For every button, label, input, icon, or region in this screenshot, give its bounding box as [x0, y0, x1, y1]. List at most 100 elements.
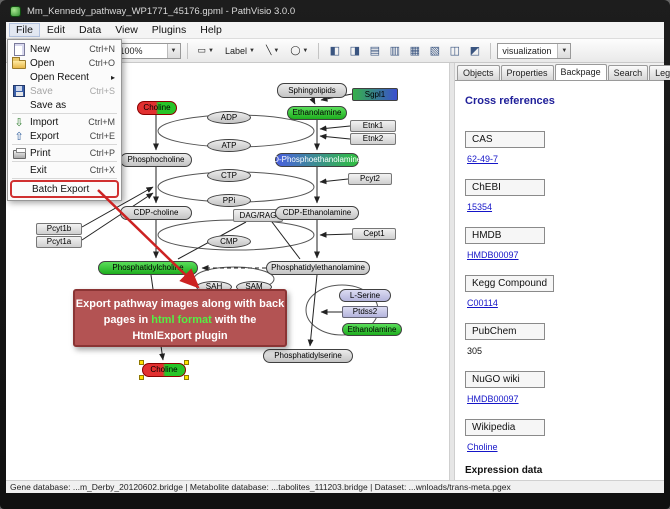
print-icon — [11, 147, 27, 159]
pathway-node-ptdss2[interactable]: Ptdss2 — [342, 306, 388, 318]
pathway-node-ethanolamine[interactable]: Ethanolamine — [287, 106, 347, 120]
menu-item-label: Export — [30, 130, 59, 142]
pathway-node-etnk1[interactable]: Etnk1 — [350, 120, 396, 132]
statusbar: Gene database: ...m_Derby_20120602.bridg… — [6, 480, 664, 493]
line-tool-icon: ╲ — [265, 45, 272, 55]
submenu-arrow-icon: ▸ — [110, 72, 115, 82]
pathway-node-pcyt2[interactable]: Pcyt2 — [348, 173, 392, 185]
save-icon-glyph — [13, 85, 25, 97]
menu-separator — [12, 144, 117, 145]
crossref-link[interactable]: Choline — [467, 442, 498, 452]
panel-splitter[interactable] — [449, 63, 455, 480]
align-center-horizontal-icon[interactable]: ◧ — [325, 41, 344, 60]
backpage-section-header: Wikipedia — [465, 419, 545, 436]
align-top-icon[interactable]: ▥ — [385, 41, 404, 60]
align-left-icon[interactable]: ▤ — [365, 41, 384, 60]
tab-backpage[interactable]: Backpage — [554, 64, 607, 80]
pathway-node-phosphatidylcholine[interactable]: Phosphatidylcholine — [98, 261, 198, 275]
chevron-down-icon: ▼ — [302, 47, 309, 54]
pathway-node-phosphatidylserine[interactable]: Phosphatidylserine — [263, 349, 353, 363]
menu-item-label: Save as — [30, 99, 67, 111]
pathway-node-pcyt1a[interactable]: Pcyt1a — [36, 236, 82, 248]
pathway-node-etnk2[interactable]: Etnk2 — [350, 133, 396, 145]
pathway-node-choline[interactable]: Choline — [137, 101, 177, 115]
menu-file[interactable]: File — [9, 23, 40, 37]
datanode-icon: ▭ — [197, 45, 207, 55]
pathway-node-ppi[interactable]: PPi — [207, 194, 251, 207]
datanode-type-dropdown[interactable]: ▭ ▼ — [194, 42, 218, 60]
stack-vertical-icon[interactable]: ◫ — [445, 41, 464, 60]
menu-help[interactable]: Help — [200, 24, 222, 36]
zoom-select[interactable]: 100% ▼ — [114, 42, 181, 59]
pathway-node-cdp-choline[interactable]: CDP-choline — [120, 206, 192, 220]
visualization-value: visualization — [502, 45, 552, 56]
pathway-node-adp[interactable]: ADP — [207, 111, 251, 124]
crossref-link[interactable]: HMDB00097 — [467, 394, 519, 404]
menu-item-label: Save — [30, 85, 53, 97]
match-width-icon[interactable]: ▦ — [405, 41, 424, 60]
pathway-node-phosphatidylethanolamine[interactable]: Phosphatidylethanolamine — [266, 261, 370, 275]
file-menu-item-batch-export[interactable]: Batch Export — [10, 180, 119, 198]
pathway-node-phosphocholine[interactable]: Phosphocholine — [120, 153, 192, 167]
stack-horizontal-icon[interactable]: ◩ — [465, 41, 484, 60]
pathway-node-l-serine[interactable]: L-Serine — [339, 289, 391, 302]
window-title: Mm_Kennedy_pathway_WP1771_45176.gpml - P… — [27, 5, 296, 17]
pathway-node-sgpl1[interactable]: Sgpl1 — [352, 88, 398, 101]
file-menu-item-save-as[interactable]: Save as — [8, 98, 121, 112]
selection-handle[interactable] — [139, 375, 144, 380]
pathway-node-pcyt1b[interactable]: Pcyt1b — [36, 223, 82, 235]
tab-objects[interactable]: Objects — [457, 65, 500, 80]
menu-edit[interactable]: Edit — [46, 24, 66, 36]
selection-handle[interactable] — [139, 360, 144, 365]
menu-item-shortcut: Ctrl+O — [88, 58, 115, 68]
tab-search[interactable]: Search — [607, 65, 649, 80]
menu-item-label: New — [30, 43, 51, 55]
toolbar-separator — [186, 42, 188, 59]
align-center-vertical-icon[interactable]: ◨ — [345, 41, 364, 60]
shape-tool-dropdown[interactable]: ◯ ▼ — [286, 42, 312, 60]
chevron-down-icon[interactable]: ▼ — [166, 43, 180, 58]
crossref-link[interactable]: 15354 — [467, 202, 493, 212]
selection-handle[interactable] — [184, 375, 189, 380]
toolbar-separator — [318, 42, 320, 59]
tab-properties[interactable]: Properties — [500, 65, 554, 80]
crossref-link[interactable]: 62-49-7 — [467, 154, 499, 164]
match-height-icon[interactable]: ▧ — [425, 41, 444, 60]
pathway-node-cdp-ethanolamine[interactable]: CDP-Ethanolamine — [275, 206, 359, 220]
crossref-link[interactable]: HMDB00097 — [467, 250, 519, 260]
pathway-node-cmp[interactable]: CMP — [207, 235, 251, 248]
crossref-value: 305 — [467, 346, 483, 356]
crossref-link[interactable]: C00114 — [467, 298, 498, 308]
menu-view[interactable]: View — [115, 24, 138, 36]
pathway-node-ctp[interactable]: CTP — [207, 169, 251, 182]
selection-handle[interactable] — [184, 360, 189, 365]
visualization-select[interactable]: visualization ▼ — [497, 42, 572, 59]
chevron-down-icon: ▼ — [273, 47, 280, 54]
menu-separator — [12, 113, 117, 114]
line-tool-dropdown[interactable]: ╲ ▼ — [262, 42, 283, 60]
pathway-node-cept1[interactable]: Cept1 — [352, 228, 396, 240]
menu-data[interactable]: Data — [79, 24, 102, 36]
pathway-node-ethanolamine[interactable]: Ethanolamine — [342, 323, 402, 336]
label-tool-dropdown[interactable]: Label ▼ — [221, 42, 259, 60]
sidebar-tabs: ObjectsPropertiesBackpageSearchLegend — [455, 63, 670, 80]
tab-legend[interactable]: Legend — [649, 65, 670, 80]
pathway-node-atp[interactable]: ATP — [207, 139, 251, 152]
titlebar: Mm_Kennedy_pathway_WP1771_45176.gpml - P… — [0, 0, 670, 22]
pathway-node-sphingolipids[interactable]: Sphingolipids — [277, 83, 347, 98]
file-menu-item-open-recent[interactable]: Open Recent▸ — [8, 70, 121, 84]
pathway-node-o-phosphoethanolamine[interactable]: O-Phosphoethanolamine — [273, 153, 361, 167]
backpage-section-header: PubChem — [465, 323, 545, 340]
pathway-node-choline[interactable]: Choline — [139, 360, 189, 380]
menu-item-label: Import — [30, 116, 59, 128]
menu-plugins[interactable]: Plugins — [151, 24, 187, 36]
chevron-down-icon[interactable]: ▼ — [557, 43, 571, 58]
